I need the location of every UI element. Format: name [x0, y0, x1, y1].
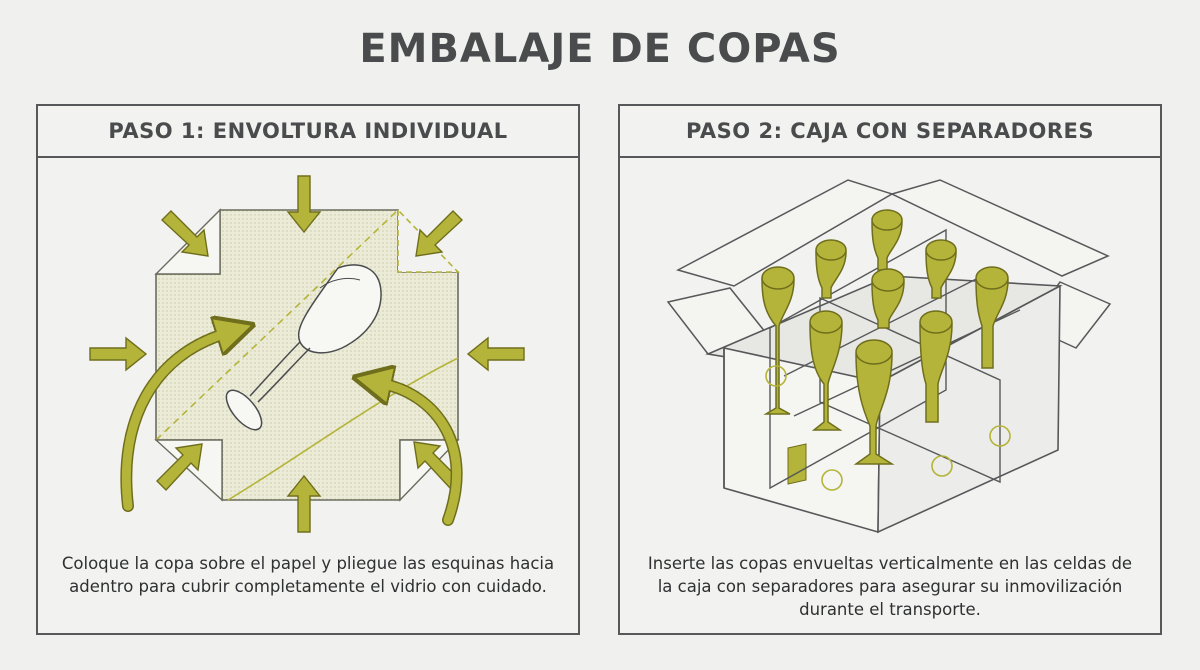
wrapping-paper [154, 208, 460, 502]
wrapped-glasses [761, 209, 1009, 465]
step-1-caption: Coloque la copa sobre el papel y pliegue… [61, 554, 555, 596]
step-1-header: PASO 1: ENVOLTURA INDIVIDUAL [38, 106, 578, 158]
box-illustration [666, 179, 1112, 534]
step-2-panel: PASO 2: CAJA CON SEPARADORES [618, 104, 1162, 635]
wine-glass-icon [225, 264, 382, 431]
wrapping-illustration [89, 175, 525, 533]
step-2-header: PASO 2: CAJA CON SEPARADORES [620, 106, 1160, 158]
page-title: EMBALAJE DE COPAS [359, 26, 841, 72]
curved-fold-arrows [120, 334, 463, 526]
step-2-caption: Inserte las copas envueltas verticalment… [647, 554, 1133, 619]
placement-indicators [765, 365, 1011, 491]
step-1-panel: PASO 1: ENVOLTURA INDIVIDUAL [36, 104, 580, 635]
fold-arrows [89, 175, 525, 533]
